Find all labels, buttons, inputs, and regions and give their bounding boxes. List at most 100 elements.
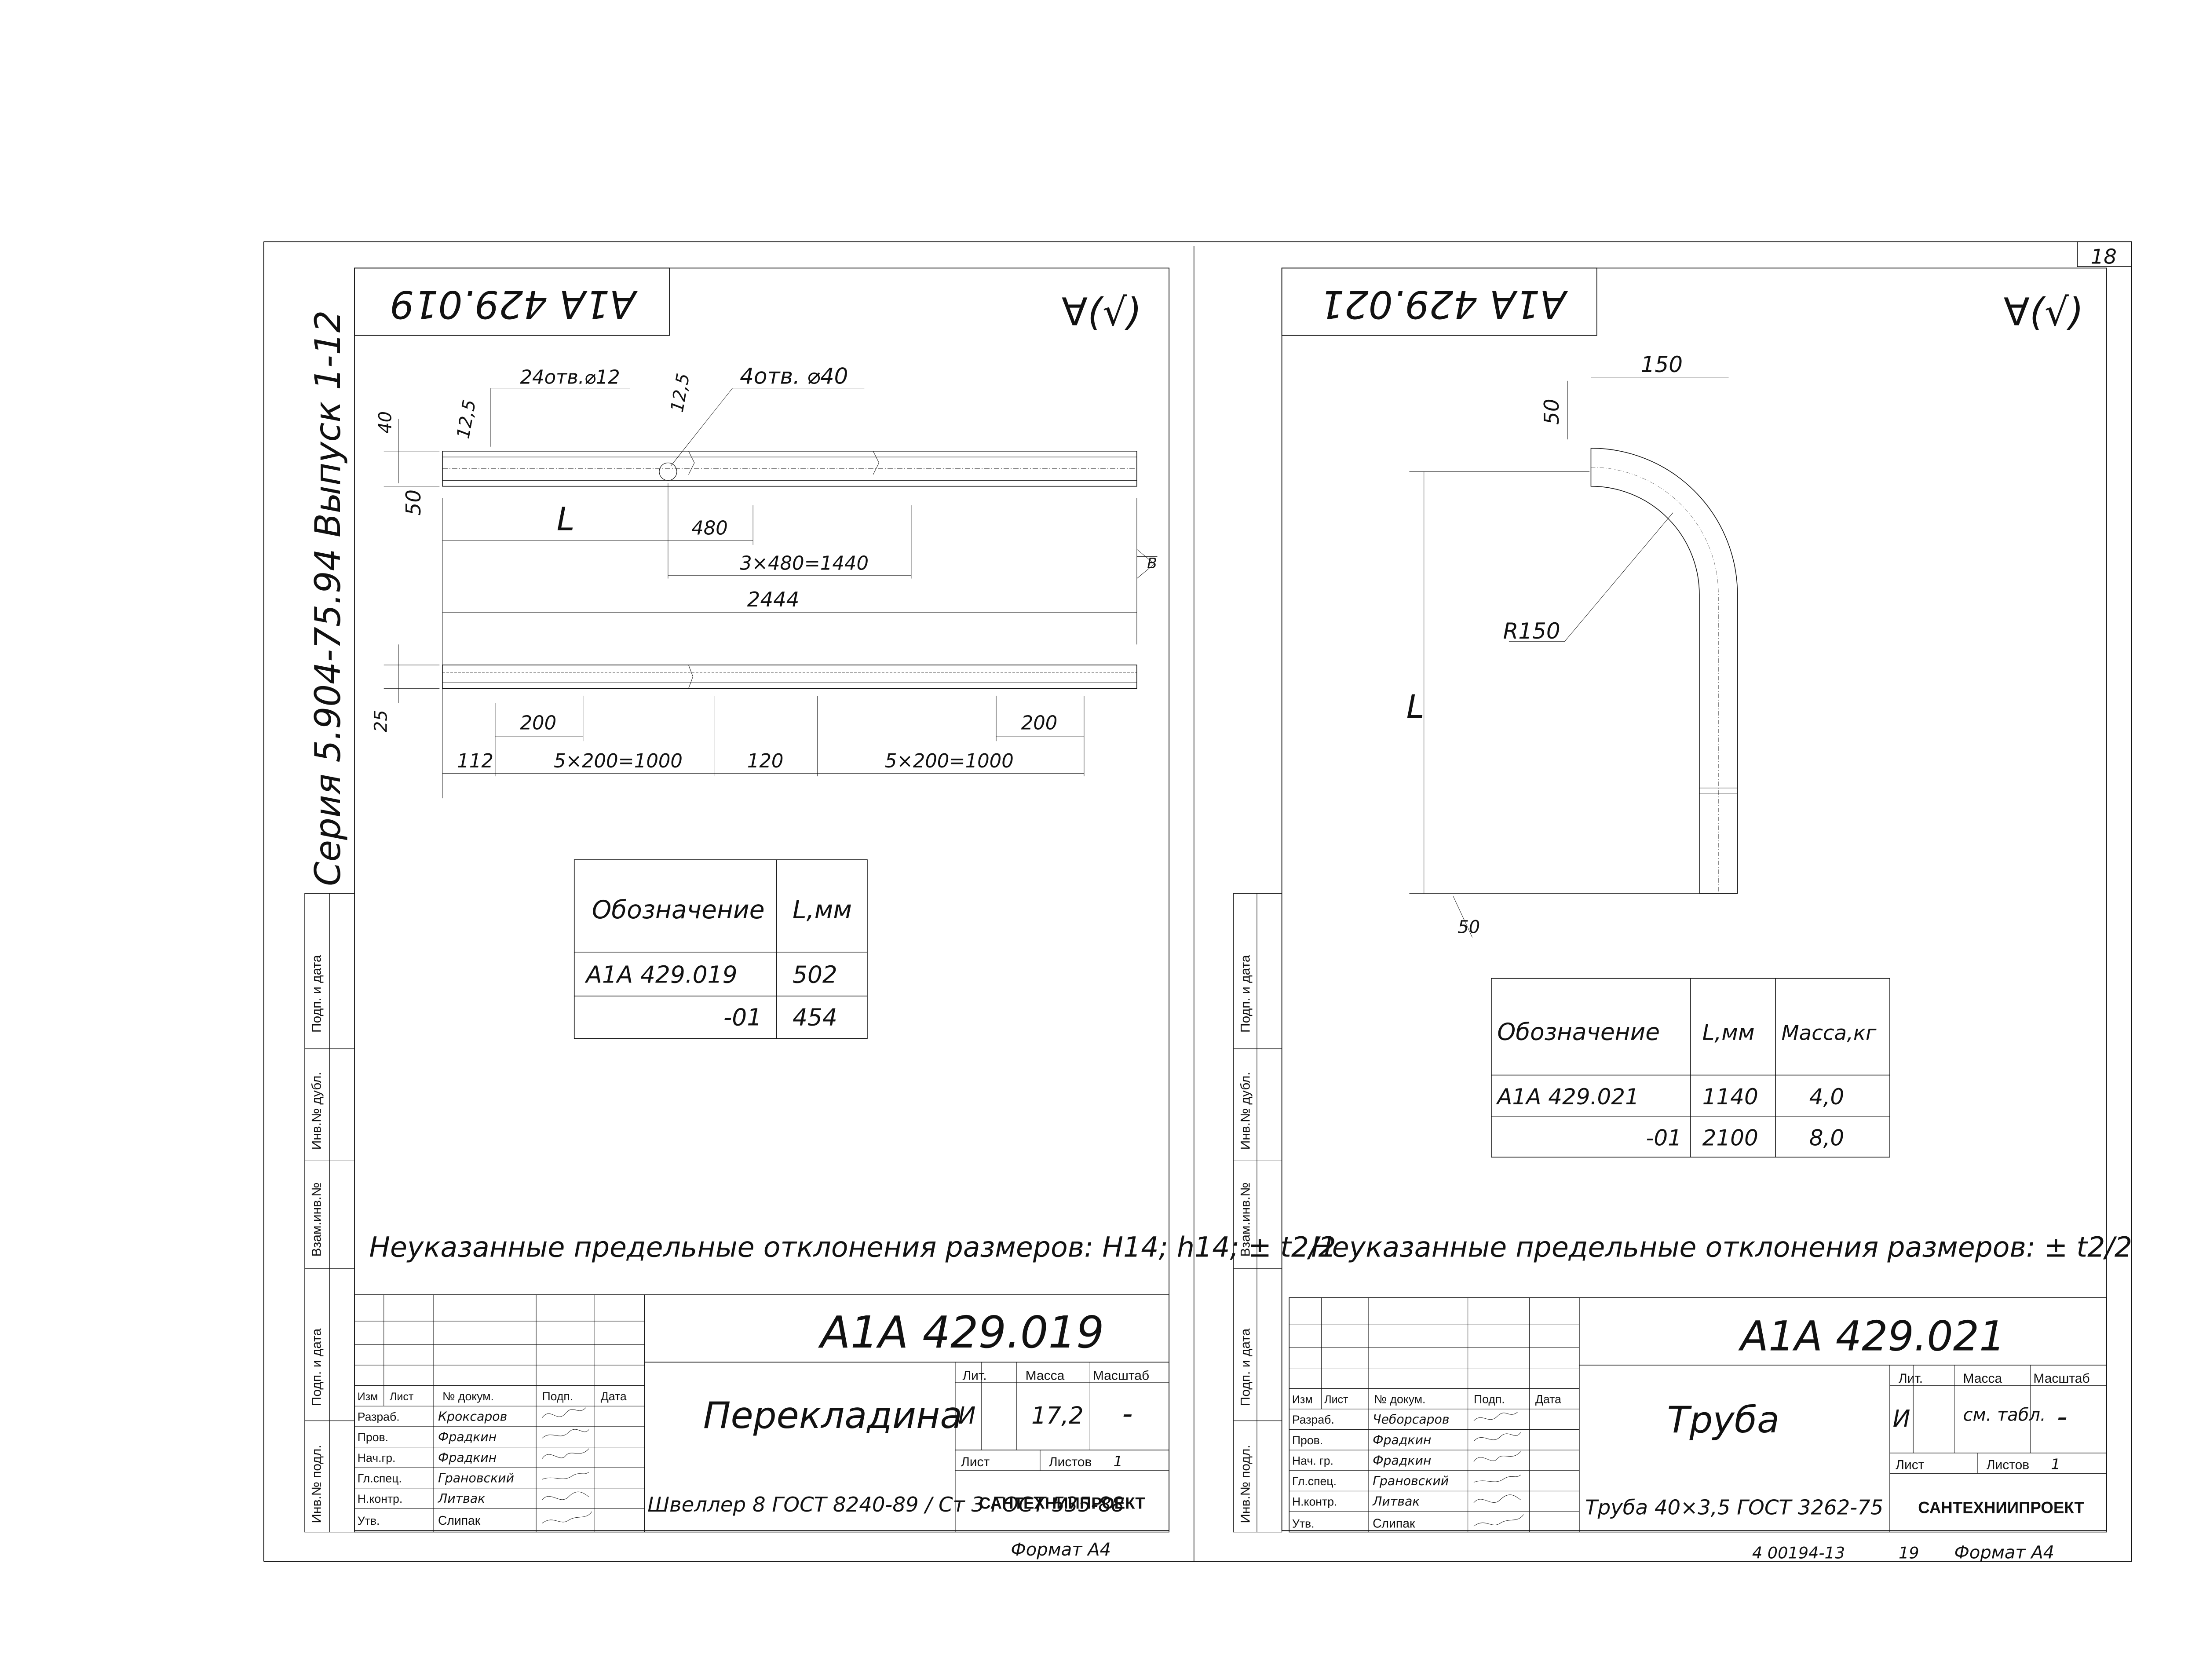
footer-page-number: 19 [1899,1544,1919,1563]
left-top-code-box [354,268,669,335]
right-side-label-1: Подп. и дата [1238,955,1253,1033]
left-dim-40: 40 [375,411,395,434]
right-drawing-code: А1А 429.021 [1738,1312,2005,1360]
left-holes-small: 24отв.⌀12 [520,367,620,389]
right-name-4: Грановский [1373,1474,1449,1488]
left-stamp-h2: Лист [390,1391,414,1403]
right-role-3: Нач. гр. [1292,1454,1333,1467]
left-mass-header: Масса [1026,1368,1065,1383]
right-name-3: Фрадкин [1373,1453,1431,1468]
left-title-block [354,1295,1169,1532]
left-scale-header: Масштаб [1093,1368,1149,1383]
right-lit: И [1893,1405,1910,1432]
left-format: Формат А4 [1011,1540,1111,1560]
right-tolerance-note: Неуказанные предельные отклонения размер… [1311,1231,2132,1264]
right-dim-150: 150 [1641,352,1683,377]
left-drawing-code: А1А 429.019 [818,1307,1104,1358]
right-sheets-label: Листов [1987,1457,2029,1472]
right-dimension-lines [1409,369,1728,937]
right-table-r2-c3: 8,0 [1809,1125,1844,1150]
right-dim-50-b: 50 [1457,917,1480,937]
left-name-3: Фрадкин [438,1450,497,1465]
left-name-5: Литвак [438,1491,485,1506]
left-tolerance-note: Неуказанные предельные отклонения размер… [369,1231,1336,1264]
left-org: САНТЕХНИИПРОЕКТ [979,1494,1145,1512]
right-name-2: Фрадкин [1373,1433,1431,1447]
page-number: 18 [2091,245,2117,268]
right-table-header-1: Обозначение [1497,1019,1660,1046]
left-mass: 17,2 [1031,1402,1084,1429]
left-role-1: Разраб. [358,1410,400,1424]
right-table-header-3: Масса,кг [1781,1021,1877,1045]
right-dim-l: L [1406,688,1425,726]
left-material: Швеллер 8 ГОСТ 8240-89 / Ст 3 ГОСТ 535-8… [647,1493,1124,1516]
left-side-strip [305,894,354,1532]
left-dim-5x200-a: 5×200=1000 [554,750,683,772]
right-sheet: А1А 429.021 ∀(√) Подп. и дата Инв.№ дубл… [1234,268,2132,1563]
left-length-table [574,860,867,1038]
left-sheets-count: 1 [1114,1453,1123,1470]
right-role-6: Утв. [1292,1517,1315,1530]
right-stamp-h5: Дата [1535,1393,1561,1406]
right-scale-header: Масштаб [2033,1371,2089,1386]
series-label: Серия 5.904-75.94 Выпуск 1-12 [307,310,348,886]
left-stamp-h1: Изм [358,1391,378,1403]
left-stamp-h5: Дата [601,1390,627,1403]
right-sheet-label: Лист [1896,1457,1924,1472]
right-side-label-5: Инв.№ подл. [1238,1445,1253,1523]
left-dimension-lines [384,388,1158,799]
right-signatures [1474,1412,1523,1527]
right-top-code: А1А 429.021 [1320,282,1568,326]
right-name-6: Слипак [1373,1516,1415,1530]
right-title-block [1289,1298,2107,1532]
right-stamp-h1: Изм [1292,1394,1313,1406]
right-format: Формат А4 [1954,1543,2055,1563]
left-table-r1-c2: 502 [793,961,837,989]
right-material: Труба 40×3,5 ГОСТ 3262-75 [1585,1496,1883,1519]
left-role-6: Утв. [358,1514,380,1527]
right-name-1: Чеборсаров [1373,1412,1449,1427]
right-side-label-4: Подп. и дата [1238,1328,1253,1406]
left-sheet-label: Лист [961,1455,990,1469]
left-side-label-4: Подп. и дата [309,1328,324,1406]
left-dim-480: 480 [691,518,728,540]
left-roughness-symbol: ∀(√) [1062,290,1142,334]
left-name-2: Фрадкин [438,1430,497,1444]
left-stamp-h4: Подп. [542,1390,573,1403]
left-name-6: Слипак [438,1513,481,1527]
right-org: САНТЕХНИИПРОЕКТ [1918,1498,2084,1516]
left-holes-large: 4отв. ⌀40 [740,364,848,389]
left-lit-header: Лит. [962,1368,986,1383]
bent-pipe [1591,448,1737,893]
right-role-4: Гл.спец. [1292,1475,1337,1488]
archive-number: 4 00194-13 [1752,1544,1845,1563]
left-name-4: Грановский [438,1471,514,1485]
right-mass: см. табл. [1963,1405,2046,1425]
outer-frame [264,242,2132,1562]
left-name-1: Кроксаров [438,1410,507,1424]
left-lit: И [958,1402,975,1429]
right-side-label-3: Взам.инв.№ [1238,1183,1253,1257]
left-table-r2-c2: 454 [793,1004,837,1031]
right-part-name: Труба [1667,1399,1779,1441]
left-dim-25: 25 [371,710,391,732]
left-table-header-1: Обозначение [592,895,765,924]
right-stamp-h3: № докум. [1374,1393,1425,1406]
right-table-r2-c2: 2100 [1702,1125,1758,1150]
right-sheets-count: 1 [2051,1455,2060,1472]
left-dim-5x200-b: 5×200=1000 [885,750,1014,772]
right-stamp-h2: Лист [1324,1394,1348,1406]
right-role-5: Н.контр. [1292,1495,1337,1508]
left-side-label-3: Взам.инв.№ [309,1183,324,1257]
right-dim-50-a: 50 [1540,399,1563,425]
right-role-2: Пров. [1292,1434,1323,1447]
right-name-5: Литвак [1372,1494,1420,1509]
right-side-strip [1234,894,1282,1532]
left-section-mark: В [1147,555,1157,572]
left-stamp-h3: № докум. [442,1390,494,1403]
right-top-code-box [1282,268,1597,335]
left-dim-3x480: 3×480=1440 [740,553,869,575]
left-dim-120: 120 [747,750,784,772]
